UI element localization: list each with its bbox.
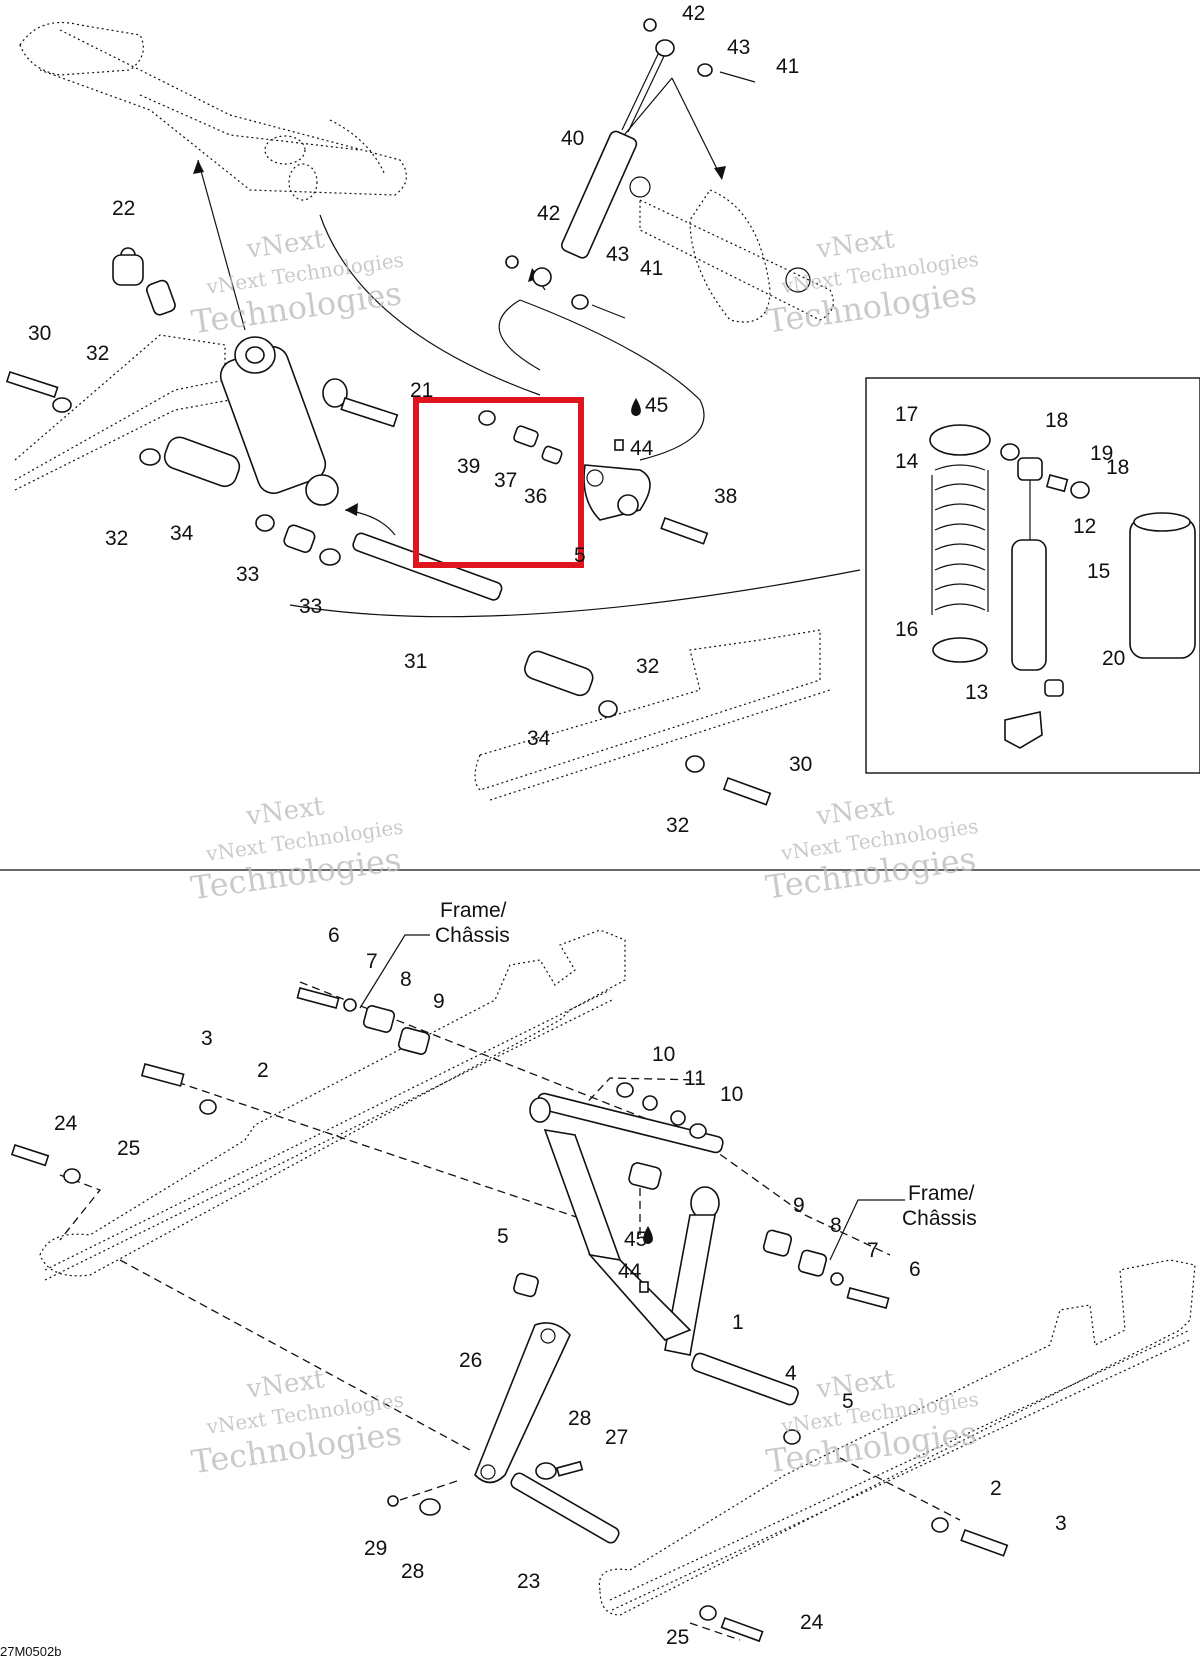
callout-upper-18: 18 — [1045, 409, 1068, 432]
callout-upper-16: 16 — [895, 618, 918, 641]
callout-lower-8: 8 — [400, 968, 412, 991]
callout-upper-34: 34 — [527, 727, 551, 750]
callout-lower-26: 26 — [459, 1349, 482, 1372]
callout-upper-5: 5 — [574, 544, 586, 567]
callout-lower-6: 6 — [328, 924, 340, 947]
callout-lower-44: 44 — [618, 1260, 642, 1283]
front-arm-1 — [529, 1092, 724, 1356]
callout-upper-30: 30 — [789, 753, 812, 776]
callout-upper-33: 33 — [236, 563, 259, 586]
callout-lower-28: 28 — [568, 1407, 591, 1430]
callout-lower-10: 10 — [720, 1083, 743, 1106]
callouts-upper: 42 43 41 40 42 43 41 22 30 32 21 45 44 39 37 36 38 32 34 33… — [28, 2, 1129, 837]
callout-upper-14: 14 — [895, 450, 919, 473]
callout-upper-13: 13 — [965, 681, 988, 704]
callout-lower-25: 25 — [666, 1626, 689, 1649]
rear-rail-hardware-upper — [685, 755, 772, 806]
callout-upper-43: 43 — [606, 243, 629, 266]
main-shock-absorber — [112, 247, 399, 506]
shock-absorber-40 — [505, 18, 756, 319]
callout-upper-36: 36 — [524, 485, 547, 508]
callout-upper-41: 41 — [776, 55, 799, 78]
left-rail-lower — [39, 929, 626, 1281]
callout-upper-40: 40 — [561, 127, 584, 150]
callout-upper-32: 32 — [666, 814, 689, 837]
callout-lower-4: 4 — [785, 1362, 797, 1385]
shock-detail-inset — [865, 377, 1200, 774]
svg-text:Frame/: Frame/ — [908, 1182, 975, 1205]
callout-lower-5: 5 — [497, 1225, 509, 1248]
figure-code: 27M0502b — [0, 1644, 61, 1659]
rear-arm-bracket — [629, 176, 834, 323]
link-arm-26 — [474, 1322, 571, 1484]
callout-lower-2: 2 — [990, 1477, 1002, 1500]
callout-lower-3: 3 — [201, 1027, 213, 1050]
callout-upper-18: 18 — [1106, 456, 1129, 479]
oil-drop-icon — [631, 398, 641, 416]
callout-lower-45: 45 — [624, 1228, 647, 1251]
front-rail-upper — [14, 334, 231, 491]
oil-drop-icon — [643, 1226, 653, 1244]
frame-leaders — [359, 934, 905, 1261]
callout-upper-31: 31 — [404, 650, 427, 673]
callout-upper-22: 22 — [112, 197, 135, 220]
svg-text:Frame/: Frame/ — [440, 899, 507, 922]
callout-upper-12: 12 — [1073, 515, 1096, 538]
callout-upper-38: 38 — [714, 485, 737, 508]
frame-label-bottom: Frame/ Châssis — [902, 1182, 977, 1230]
callout-lower-6: 6 — [909, 1258, 921, 1281]
callout-lower-10: 10 — [652, 1043, 675, 1066]
lower-centerlines — [59, 981, 961, 1641]
callout-upper-20: 20 — [1102, 647, 1125, 670]
callout-upper-43: 43 — [727, 36, 750, 59]
callout-upper-17: 17 — [895, 403, 918, 426]
highlight-box — [413, 397, 584, 568]
callout-upper-32: 32 — [105, 527, 128, 550]
callout-lower-9: 9 — [433, 990, 445, 1013]
callout-upper-41: 41 — [640, 257, 663, 280]
rear-rail-upper — [474, 629, 831, 801]
callout-lower-29: 29 — [364, 1537, 387, 1560]
callout-upper-39: 39 — [457, 455, 480, 478]
pivot-parts — [478, 410, 709, 545]
right-rail-lower — [598, 1259, 1196, 1616]
callout-lower-9: 9 — [793, 1194, 805, 1217]
callout-upper-42: 42 — [682, 2, 705, 25]
callout-upper-42: 42 — [537, 202, 560, 225]
callout-lower-27: 27 — [605, 1426, 628, 1449]
callout-lower-25: 25 — [117, 1137, 140, 1160]
callout-lower-1: 1 — [732, 1311, 744, 1334]
callout-upper-33: 33 — [299, 595, 322, 618]
callout-lower-24: 24 — [800, 1611, 824, 1634]
callout-lower-7: 7 — [867, 1239, 879, 1262]
callout-lower-7: 7 — [366, 950, 378, 973]
callout-lower-23: 23 — [517, 1570, 540, 1593]
callout-upper-45: 45 — [645, 394, 668, 417]
callout-lower-2: 2 — [257, 1059, 269, 1082]
lower-hardware — [10, 987, 1009, 1643]
callout-upper-37: 37 — [494, 469, 517, 492]
callout-upper-21: 21 — [410, 379, 433, 402]
callout-upper-32: 32 — [86, 342, 109, 365]
callout-upper-19: 19 — [1090, 442, 1113, 465]
svg-text:Châssis: Châssis — [435, 924, 510, 947]
upper-arm-assembly — [19, 21, 407, 201]
callout-upper-34: 34 — [170, 522, 194, 545]
callout-upper-32: 32 — [636, 655, 659, 678]
callout-upper-15: 15 — [1087, 560, 1110, 583]
callout-lower-24: 24 — [54, 1112, 78, 1135]
frame-label-top: Frame/ Châssis — [435, 899, 510, 947]
callout-upper-44: 44 — [630, 437, 654, 460]
svg-text:Châssis: Châssis — [902, 1207, 977, 1230]
callout-lower-8: 8 — [830, 1214, 842, 1237]
callout-lower-5: 5 — [842, 1390, 854, 1413]
callout-lower-11: 11 — [684, 1067, 706, 1090]
callout-lower-3: 3 — [1055, 1512, 1067, 1535]
callout-lower-28: 28 — [401, 1560, 424, 1583]
callout-upper-30: 30 — [28, 322, 51, 345]
